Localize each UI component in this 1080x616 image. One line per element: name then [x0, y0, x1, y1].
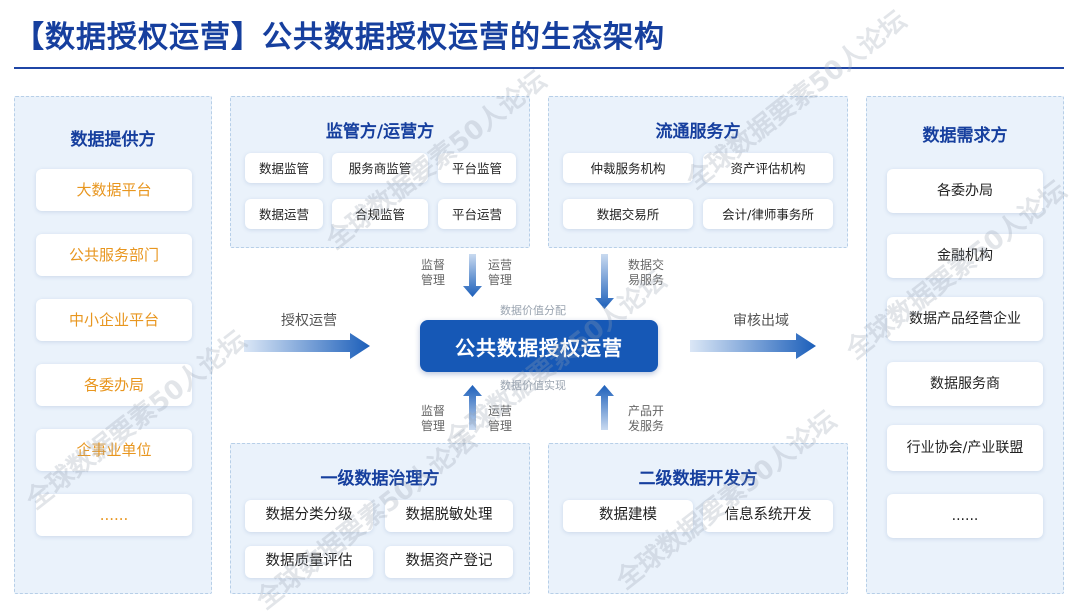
- circulation-title: 流通服务方: [655, 122, 741, 142]
- top-operate-label: 运营 管理: [488, 258, 513, 287]
- page-title: 【数据授权运营】公共数据授权运营的生态架构: [14, 20, 665, 55]
- demander-item: 金融机构: [887, 234, 1043, 278]
- demander-item: ......: [887, 494, 1043, 538]
- providers-title: 数据提供方: [70, 130, 156, 150]
- title-divider: [14, 67, 1064, 69]
- provider-item: 公共服务部门: [36, 234, 192, 276]
- providers-panel: 数据提供方 大数据平台 公共服务部门 中小企业平台 各委办局 企事业单位 ...…: [14, 96, 212, 594]
- regulator-panel: 监管方/运营方 数据监管 服务商监管 平台监管 数据运营 合规监管 平台运营: [230, 96, 530, 248]
- arrow-audit: [690, 333, 816, 359]
- provider-item: 中小企业平台: [36, 299, 192, 341]
- regulator-item: 合规监管: [332, 199, 428, 229]
- arrow-bottom-right: [595, 385, 614, 430]
- development-item: 信息系统开发: [703, 500, 833, 532]
- bottom-supervise-label: 监督 管理: [421, 404, 446, 433]
- center-node: 公共数据授权运营: [420, 320, 658, 372]
- authorize-label: 授权运营: [281, 313, 337, 329]
- demander-item: 数据服务商: [887, 362, 1043, 406]
- provider-item: 大数据平台: [36, 169, 192, 211]
- circulation-item: 数据交易所: [563, 199, 693, 229]
- development-title: 二级数据开发方: [638, 469, 758, 489]
- provider-item: ......: [36, 494, 192, 536]
- demanders-panel: 数据需求方 各委办局 金融机构 数据产品经营企业 数据服务商 行业协会/产业联盟…: [866, 96, 1064, 594]
- arrow-top-left: [463, 254, 482, 297]
- regulator-item: 平台监管: [438, 153, 516, 183]
- bottom-product-label: 产品开 发服务: [628, 404, 665, 433]
- regulator-item: 服务商监管: [332, 153, 428, 183]
- regulator-item: 平台运营: [438, 199, 516, 229]
- circulation-item: 资产评估机构: [703, 153, 833, 183]
- development-panel: 二级数据开发方 数据建模 信息系统开发: [548, 443, 848, 594]
- top-supervise-label: 监督 管理: [421, 258, 446, 287]
- arrow-authorize: [244, 333, 370, 359]
- regulator-title: 监管方/运营方: [325, 122, 435, 142]
- governance-panel: 一级数据治理方 数据分类分级 数据脱敏处理 数据质量评估 数据资产登记: [230, 443, 530, 594]
- governance-item: 数据资产登记: [385, 546, 513, 578]
- regulator-item: 数据运营: [245, 199, 323, 229]
- bottom-operate-label: 运营 管理: [488, 404, 513, 433]
- governance-title: 一级数据治理方: [320, 469, 440, 489]
- circulation-panel: 流通服务方 仲裁服务机构 资产评估机构 数据交易所 会计/律师事务所: [548, 96, 848, 248]
- audit-label: 审核出域: [733, 313, 789, 329]
- top-trade-label: 数据交 易服务: [628, 258, 665, 287]
- development-item: 数据建模: [563, 500, 693, 532]
- demander-item: 数据产品经营企业: [887, 297, 1043, 341]
- circulation-item: 会计/律师事务所: [703, 199, 833, 229]
- governance-item: 数据脱敏处理: [385, 500, 513, 532]
- arrow-bottom-left: [463, 385, 482, 430]
- provider-item: 各委办局: [36, 364, 192, 406]
- demanders-title: 数据需求方: [922, 126, 1008, 146]
- demander-item: 各委办局: [887, 169, 1043, 213]
- arrow-top-right: [595, 254, 614, 309]
- demander-item: 行业协会/产业联盟: [887, 425, 1043, 471]
- provider-item: 企事业单位: [36, 429, 192, 471]
- value-distribution-label: 数据价值分配: [500, 304, 566, 317]
- value-realization-label: 数据价值实现: [500, 379, 566, 392]
- governance-item: 数据分类分级: [245, 500, 373, 532]
- governance-item: 数据质量评估: [245, 546, 373, 578]
- regulator-item: 数据监管: [245, 153, 323, 183]
- circulation-item: 仲裁服务机构: [563, 153, 693, 183]
